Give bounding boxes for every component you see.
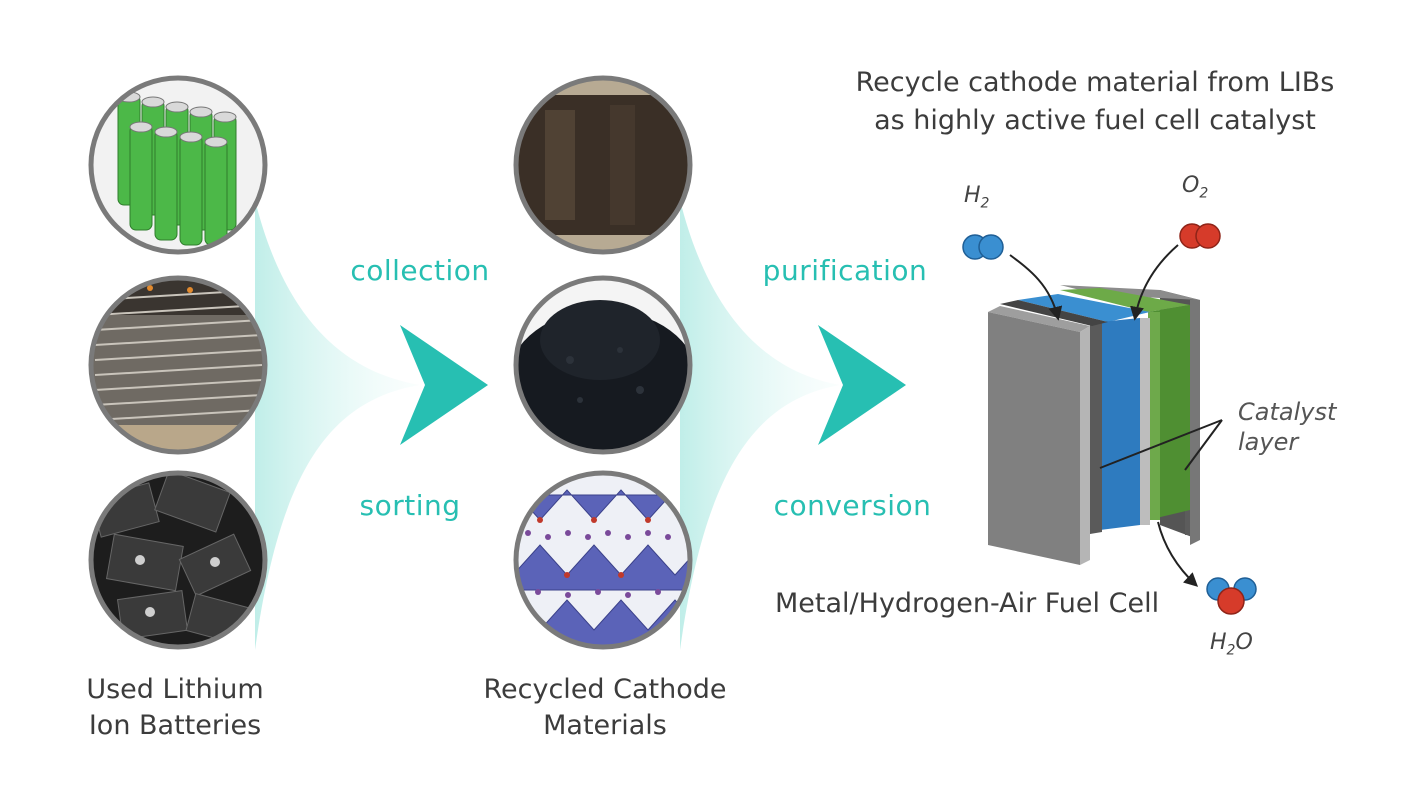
cathode-foil-photo <box>516 78 690 252</box>
right-funnel <box>680 200 840 650</box>
step-conversion: conversion <box>773 489 932 522</box>
catalyst-pointer-blue <box>1099 419 1223 469</box>
o2-label: O2 <box>1182 173 1208 201</box>
recycled-materials-label: Recycled Cathode Materials <box>470 672 740 744</box>
diagram-title: Recycle cathode material from LIBs as hi… <box>830 64 1360 140</box>
fuel-cell-label: Metal/Hydrogen-Air Fuel Cell <box>775 588 1160 619</box>
h2o-molecule-icon <box>1206 577 1257 615</box>
step-purification: purification <box>762 254 928 287</box>
arrow-right-icon <box>818 325 906 445</box>
h2-base: H <box>964 183 981 208</box>
step-sorting: sorting <box>359 489 461 522</box>
o2-base: O <box>1182 173 1200 198</box>
recycled-line-2: Materials <box>543 710 667 741</box>
phone-batteries-photo <box>91 473 265 647</box>
h2o-label: H2O <box>1210 630 1253 658</box>
fuel-cell-stack-illustration <box>988 285 1200 565</box>
o2-sub: 2 <box>1199 185 1209 202</box>
catalyst-layer-label: Catalyst layer <box>1238 397 1368 457</box>
used-batteries-line-2: Ion Batteries <box>88 710 262 741</box>
h2-label: H2 <box>964 183 989 211</box>
catalyst-line-1: Catalyst <box>1238 398 1337 426</box>
o2-molecule-icon <box>1179 223 1221 249</box>
h2o-flow-arrow <box>1157 521 1199 587</box>
h2o-h: H <box>1210 630 1227 655</box>
crystal-structure-illustration <box>516 473 690 647</box>
catalyst-pointer-green <box>1184 419 1223 471</box>
title-line-2: as highly active fuel cell catalyst <box>874 105 1316 136</box>
h2o-o: O <box>1235 630 1253 655</box>
battery-cells-photo <box>91 78 265 252</box>
recycled-line-1: Recycled Cathode <box>483 674 727 705</box>
title-line-1: Recycle cathode material from LIBs <box>855 67 1335 98</box>
h2o-sub: 2 <box>1226 642 1236 659</box>
h2-molecule-icon <box>962 234 1004 260</box>
arrow-left-icon <box>400 325 488 445</box>
used-batteries-label: Used Lithium Ion Batteries <box>60 672 290 744</box>
step-collection: collection <box>350 254 490 287</box>
used-batteries-line-1: Used Lithium <box>86 674 264 705</box>
h2-sub: 2 <box>980 195 990 212</box>
o2-flow-arrow <box>1130 244 1179 321</box>
cathode-powder-photo <box>516 278 690 452</box>
h2-flow-arrow <box>1009 254 1063 321</box>
left-funnel <box>255 200 420 650</box>
catalyst-line-2: layer <box>1238 428 1299 456</box>
